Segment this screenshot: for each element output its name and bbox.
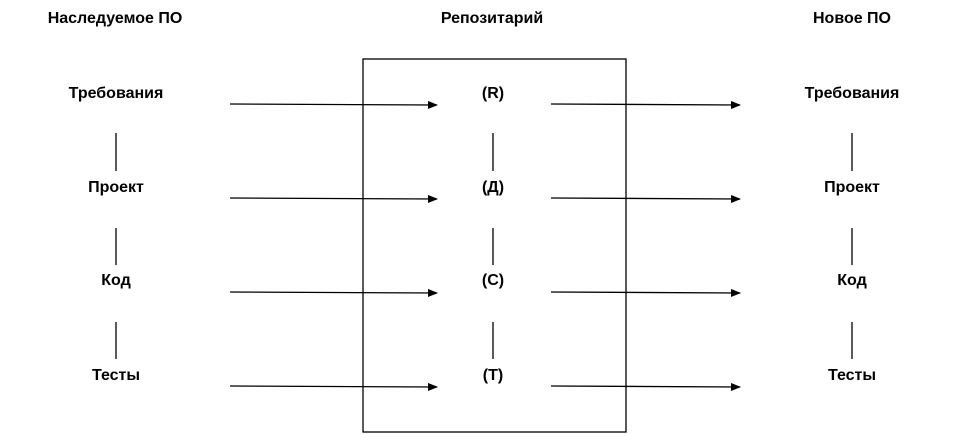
legacy-item-code: Код (101, 272, 130, 289)
arrow-repo-to-new-requirements (550, 100, 741, 109)
arrow-legacy-to-repo-design (229, 194, 438, 203)
arrow-repo-to-new-design (550, 194, 741, 203)
repository-box (362, 58, 627, 433)
repository-header: Репозитарий (441, 10, 543, 27)
arrow-repo-to-new-tests (550, 382, 741, 391)
arrow-legacy-to-repo-requirements (229, 100, 438, 109)
new-item-requirements: Требования (805, 85, 900, 102)
legacy-item-requirements: Требования (69, 85, 164, 102)
new-item-design: Проект (824, 179, 880, 196)
legacy-software-header: Наследуемое ПО (48, 10, 183, 27)
legacy-item-design: Проект (88, 179, 144, 196)
new-item-tests: Тесты (828, 367, 876, 384)
legacy-item-tests: Тесты (92, 367, 140, 384)
new-item-code: Код (837, 272, 866, 289)
arrow-legacy-to-repo-code (229, 288, 438, 297)
arrow-repo-to-new-code (550, 288, 741, 297)
repo-item-tests: (Т) (483, 367, 503, 384)
repo-item-requirements: (R) (482, 85, 504, 102)
new-software-header: Новое ПО (813, 10, 891, 27)
repo-item-code: (С) (482, 272, 504, 289)
repo-item-design: (Д) (482, 179, 504, 196)
arrow-legacy-to-repo-tests (229, 382, 438, 391)
